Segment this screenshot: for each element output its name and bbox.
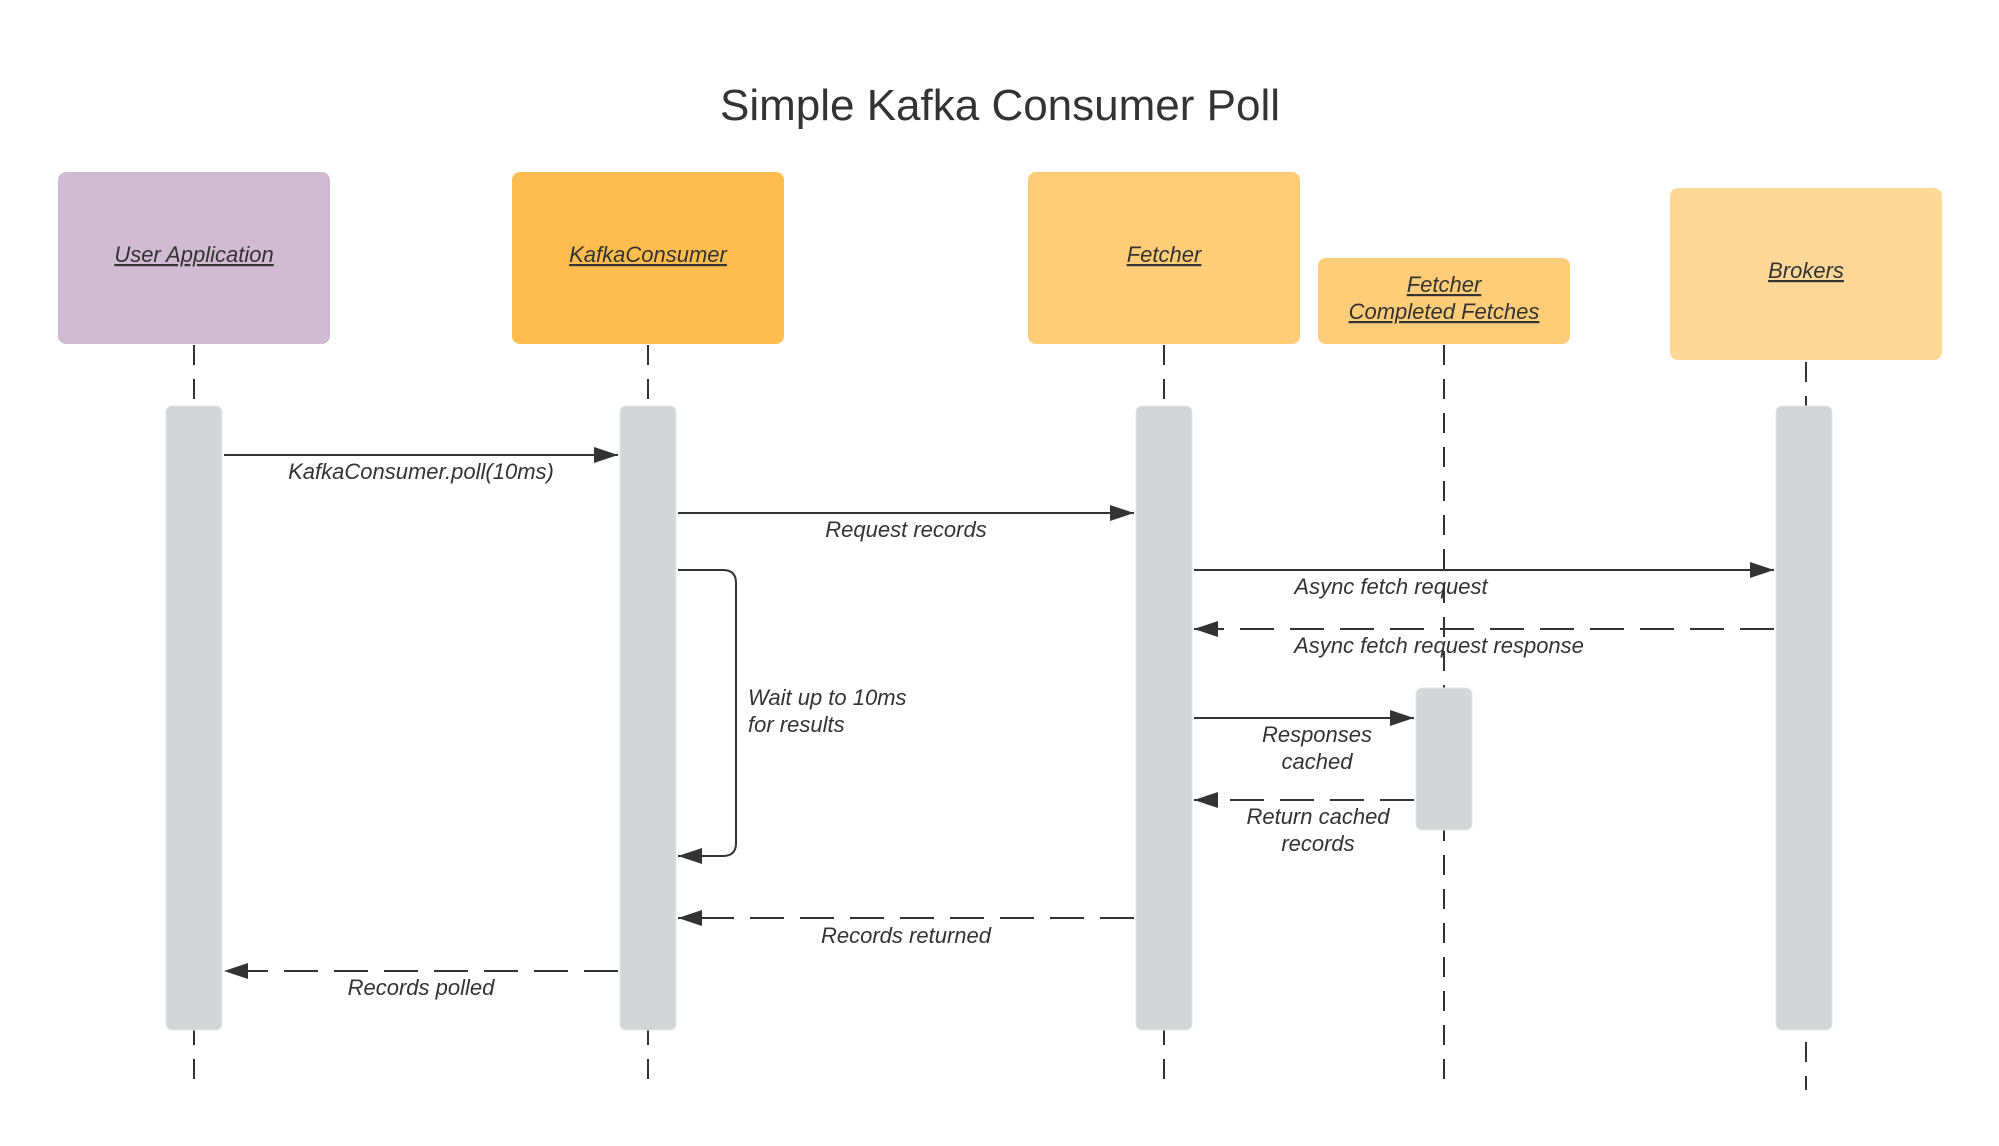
activation-bar-brokers <box>1775 405 1833 1031</box>
actor-box-kafka-consumer <box>512 172 784 344</box>
actor-label-kafka-consumer: KafkaConsumer <box>569 242 728 267</box>
message-async-fetch-response-label: Async fetch request response <box>1292 633 1584 658</box>
activation-bar-completed-fetches <box>1415 687 1473 831</box>
messages <box>224 447 1774 979</box>
actor-label-completed-fetches-line2: Completed Fetches <box>1349 299 1540 324</box>
actor-label-user-application: User Application <box>114 242 273 267</box>
actor-box-user-application <box>58 172 330 344</box>
message-records-returned-label: Records returned <box>821 923 992 948</box>
actor-label-completed-fetches-line1: Fetcher <box>1407 272 1483 297</box>
actor-box-fetcher <box>1028 172 1300 344</box>
message-records-polled-label: Records polled <box>348 975 496 1000</box>
message-wait-self-arrow <box>678 569 737 864</box>
message-poll-label: KafkaConsumer.poll(10ms) <box>288 459 554 484</box>
actor-box-brokers <box>1670 188 1942 360</box>
diagram-title: Simple Kafka Consumer Poll <box>720 81 1280 130</box>
activation-bar-user-application <box>165 405 223 1031</box>
message-async-fetch-request-label: Async fetch request <box>1292 574 1488 599</box>
message-responses-cached-label-line2: cached <box>1282 749 1354 774</box>
message-return-cached-label-line2: records <box>1281 831 1354 856</box>
activation-bar-kafka-consumer <box>619 405 677 1031</box>
activation-bar-fetcher <box>1135 405 1193 1031</box>
actor-box-completed-fetches <box>1318 258 1570 344</box>
activation-bars <box>165 405 1833 1031</box>
message-return-cached-label-line1: Return cached <box>1246 804 1390 829</box>
actor-label-fetcher: Fetcher <box>1127 242 1203 267</box>
message-responses-cached-label-line1: Responses <box>1262 722 1372 747</box>
message-wait-label-line2: for results <box>748 712 845 737</box>
message-request-records-label: Request records <box>825 517 986 542</box>
actor-label-brokers: Brokers <box>1768 258 1844 283</box>
message-wait-label-line1: Wait up to 10ms <box>748 685 907 710</box>
